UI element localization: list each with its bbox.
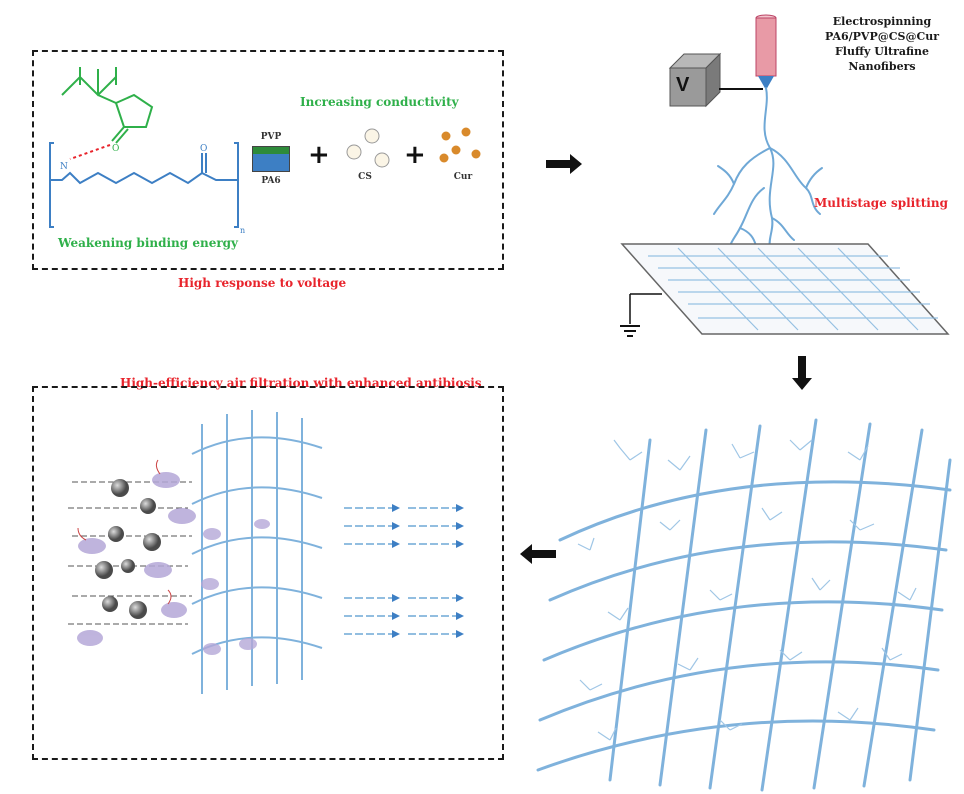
arrow-down-icon [792, 356, 812, 390]
electrospinning-line-2: PA6/PVP@CS@Cur [824, 30, 939, 43]
pa6-label: PA6 [261, 176, 281, 186]
atom-o-label: O [112, 144, 119, 154]
pvp-label: PVP [260, 132, 282, 142]
ground-icon [620, 325, 640, 337]
electrospinning-line-1: Electrospinning [832, 15, 932, 28]
arrow-left-icon [520, 544, 556, 564]
filter-membrane [191, 410, 323, 694]
electrospinning-line-4: Nanofibers [848, 60, 916, 73]
pa6-pvp-structure: N O O n [49, 67, 245, 235]
cur-particles [439, 127, 481, 163]
pvp-pa6-bilayer [252, 146, 290, 172]
cs-label: CS [358, 172, 372, 182]
plus-sign-1: + [308, 140, 330, 170]
syringe-needle [755, 14, 777, 90]
subscript-n-label: n [240, 226, 245, 235]
cur-label: Cur [453, 172, 473, 182]
multistage-splitting-jet [713, 87, 823, 249]
filtration-panel [32, 386, 504, 760]
plus-sign-2: + [404, 140, 426, 170]
electrospinning-line-3: Fluffy Ultrafine [834, 45, 929, 58]
voltage-label: V [676, 74, 690, 96]
electrospinning-title: Electrospinning PA6/PVP@CS@Cur Fluffy Ul… [812, 14, 952, 74]
incoming-particles [68, 459, 196, 646]
atom-o2-label: O [200, 144, 207, 154]
increasing-conductivity-label: Increasing conductivity [300, 95, 459, 109]
voltage-wire [719, 88, 763, 90]
high-response-label: High response to voltage [178, 276, 347, 290]
voltage-source [668, 52, 722, 108]
weakening-binding-energy-label: Weakening binding energy [58, 236, 239, 250]
fluffy-nanofiber-mesh [536, 418, 952, 792]
atom-n-label: N [60, 162, 68, 172]
material-design-panel [32, 50, 504, 270]
collector-plate [620, 243, 950, 335]
multistage-splitting-label: Multistage splitting [814, 196, 948, 210]
cs-particles [346, 128, 390, 168]
clean-air-flow [344, 504, 464, 638]
arrow-right-icon [546, 154, 582, 174]
